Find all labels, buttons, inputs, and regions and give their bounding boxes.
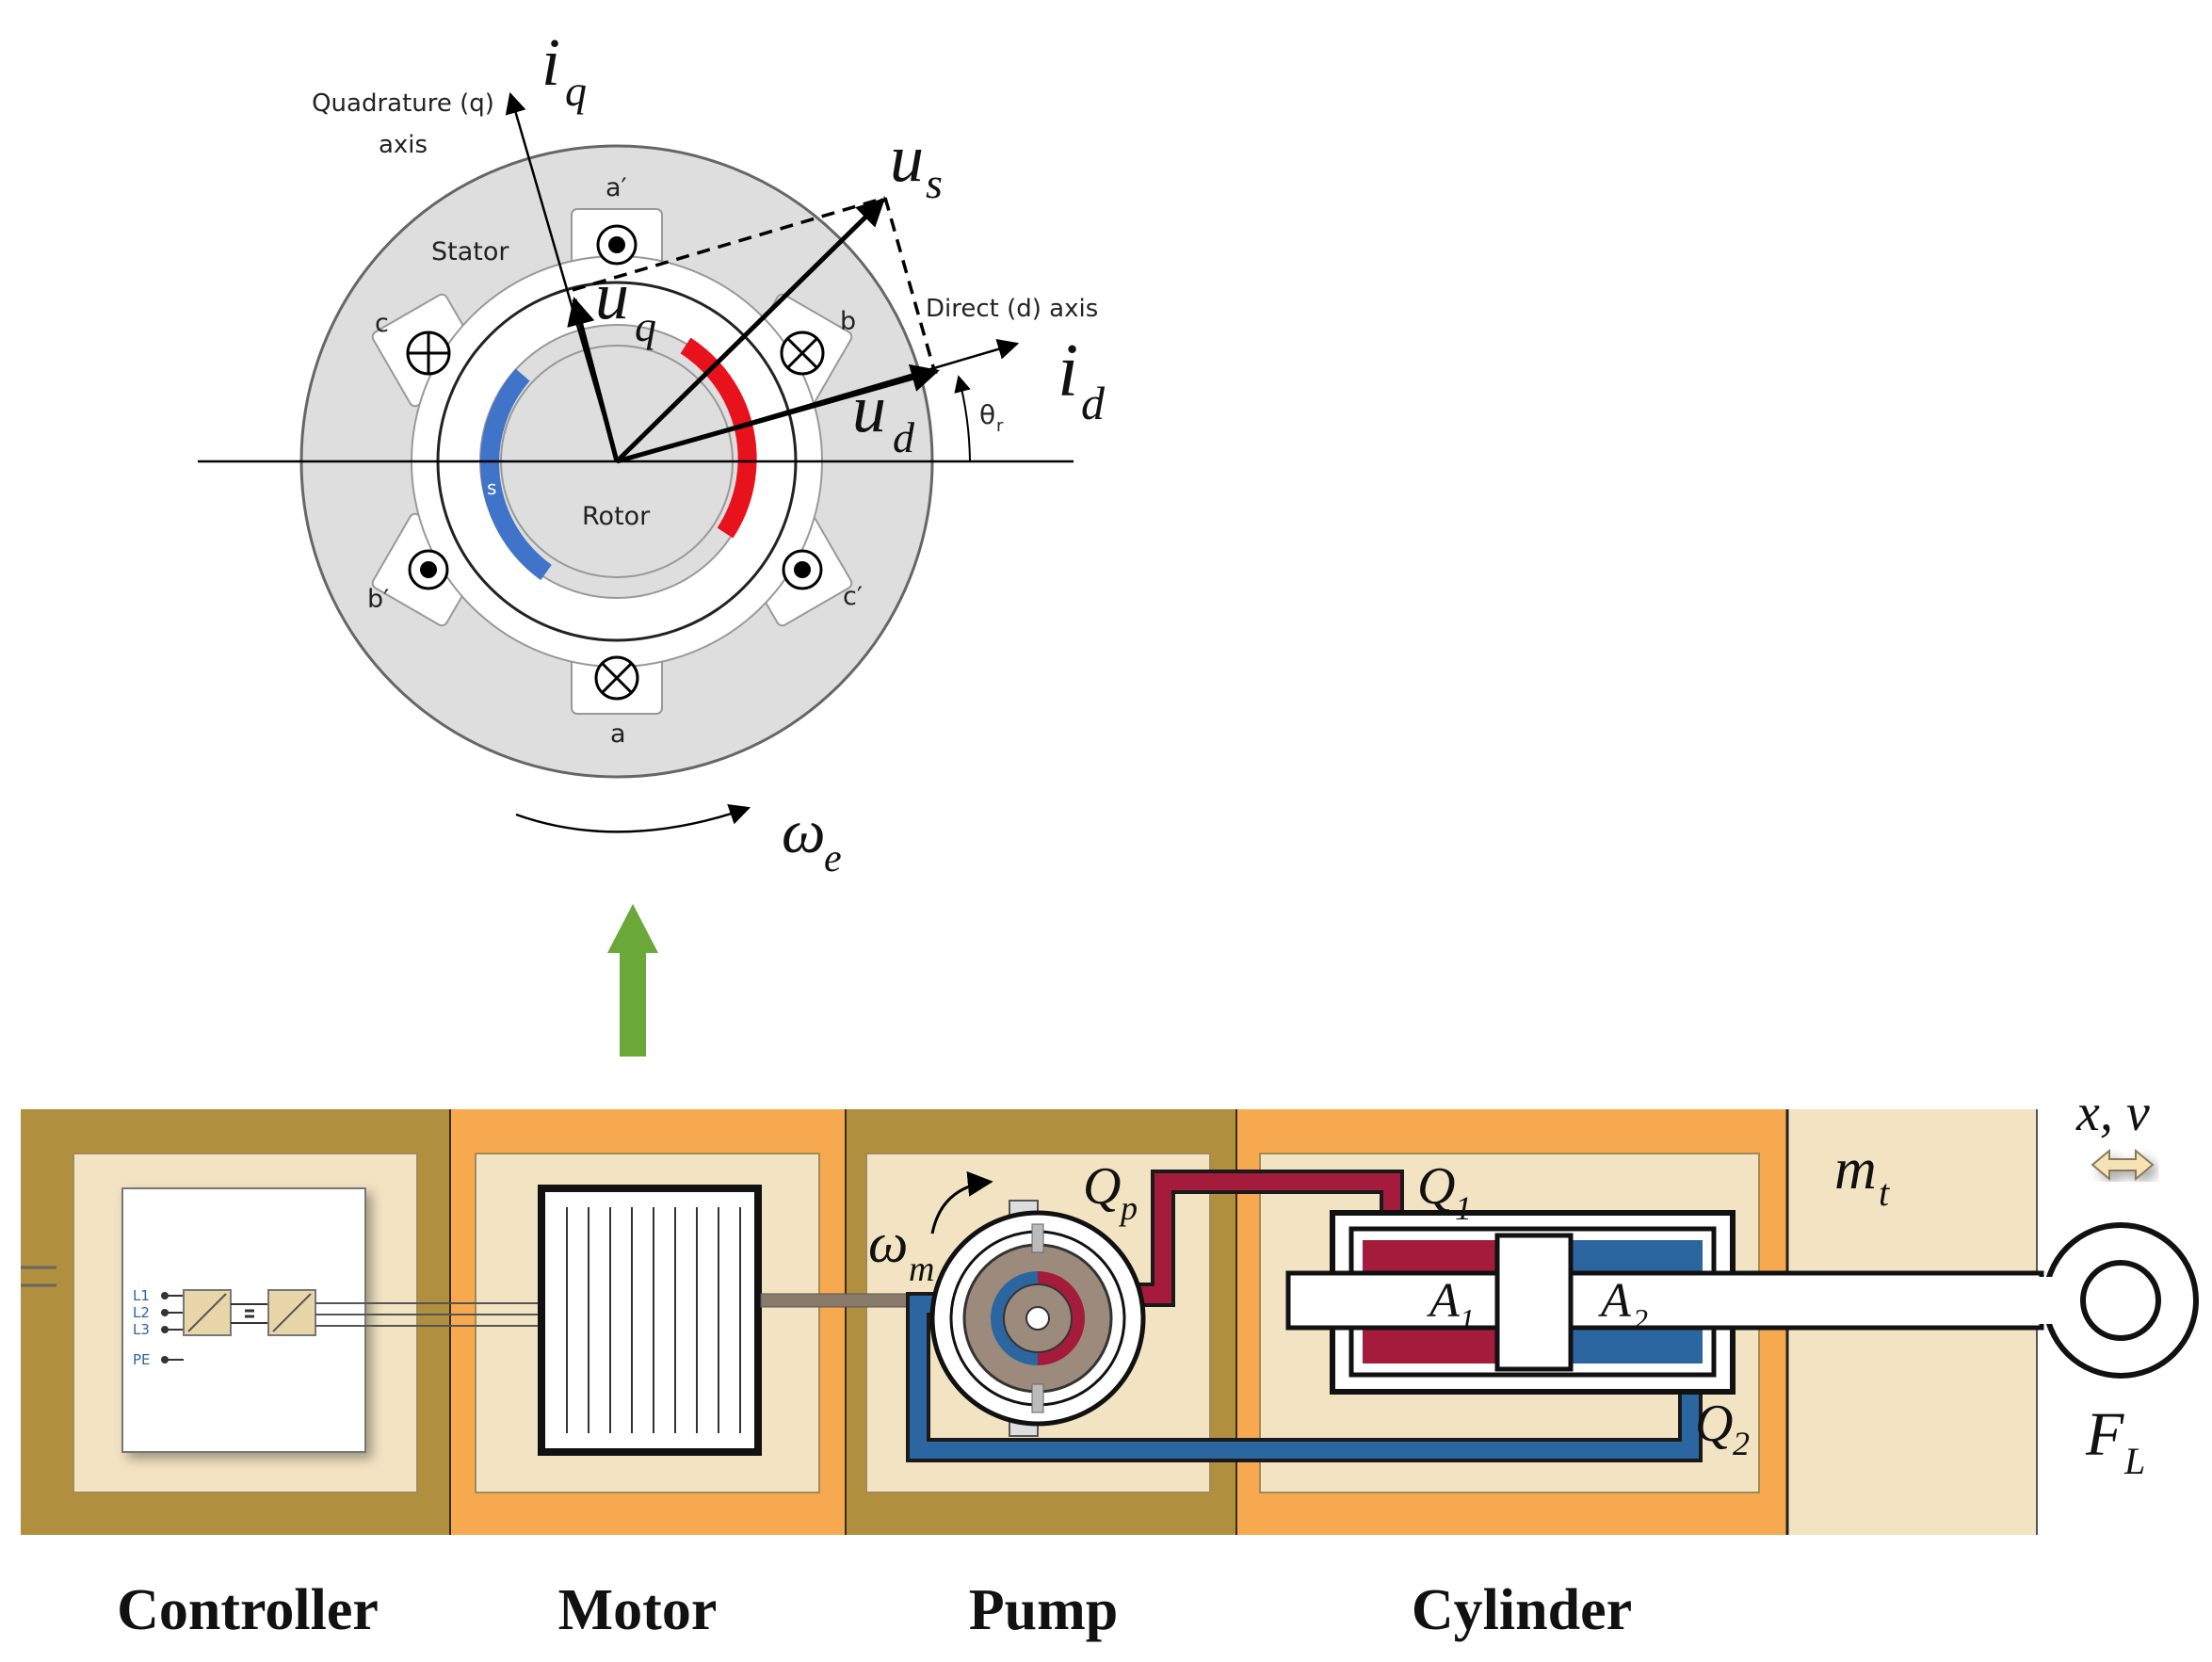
caption-pump: Pump <box>969 1578 1118 1642</box>
us-projection-d <box>883 197 936 371</box>
xv-double-arrow-icon <box>2091 1148 2155 1182</box>
green-up-arrow <box>607 904 658 1057</box>
stator-label: Stator <box>431 237 509 266</box>
label-iq: i q <box>541 24 587 115</box>
svg-text:Q: Q <box>1695 1395 1733 1453</box>
motor-block <box>538 1185 762 1456</box>
svg-text:u: u <box>852 371 886 446</box>
theta-arc <box>954 375 971 462</box>
rotor-magnet-n <box>680 337 757 539</box>
svg-text:t: t <box>1879 1171 1890 1214</box>
slot-label-b-prime: b′ <box>367 585 389 614</box>
controller-terminals: L1 L2 L3 PE <box>133 1287 316 1368</box>
label-q2: Q 2 <box>1695 1395 1750 1462</box>
svg-text:1: 1 <box>1455 1189 1472 1227</box>
label-a2: A 2 <box>1598 1274 1648 1336</box>
d-axis-label: Direct (d) axis <box>926 295 1098 323</box>
svg-text:d: d <box>893 413 915 461</box>
us-projection-q <box>572 196 886 292</box>
omega-m-arrow <box>930 1170 993 1234</box>
svg-text:2: 2 <box>1633 1302 1648 1336</box>
label-omega-e: ω e <box>782 798 842 880</box>
svg-text:d: d <box>1081 377 1106 429</box>
svg-text:i: i <box>1058 330 1078 412</box>
svg-text:2: 2 <box>1733 1425 1750 1462</box>
rod-eye <box>2034 1222 2199 1379</box>
conductor-cross-c <box>406 331 451 376</box>
svg-text:u: u <box>890 121 924 196</box>
caption-motor: Motor <box>558 1578 718 1642</box>
svg-text:q: q <box>635 302 656 350</box>
motor-cross-section: Quadrature (q) axis Direct (d) axis Stat… <box>198 24 1106 880</box>
svg-text:e: e <box>824 837 842 880</box>
vector-uq <box>567 297 620 462</box>
conductor-dot-c-prime <box>782 549 823 590</box>
svg-text:F: F <box>2085 1400 2124 1469</box>
svg-text:s: s <box>926 159 943 207</box>
terminal-l2: L2 <box>133 1304 150 1321</box>
svg-text:Q: Q <box>1083 1157 1121 1216</box>
svg-text:m: m <box>1834 1138 1877 1202</box>
slot-label-c: c <box>375 309 389 338</box>
slot-label-a-prime: a′ <box>605 173 627 202</box>
slot-label-a: a <box>610 719 626 749</box>
label-omega-m: ω m <box>868 1212 934 1289</box>
svg-text:θ: θ <box>979 399 995 430</box>
label-q1: Q 1 <box>1417 1157 1472 1227</box>
label-ud: u d <box>852 371 915 461</box>
svg-text:i: i <box>541 24 560 100</box>
svg-text:1: 1 <box>1460 1302 1475 1336</box>
pump-body <box>929 1200 1146 1437</box>
label-theta-r: θ r <box>979 399 1004 436</box>
label-xv: x, v <box>2075 1084 2150 1142</box>
label-a1: A 1 <box>1427 1274 1475 1336</box>
system-strip: L1 L2 L3 PE <box>21 1084 2199 1535</box>
svg-text:m: m <box>909 1250 934 1289</box>
q-axis-label-line2: axis <box>379 131 428 159</box>
svg-text:ω: ω <box>868 1212 908 1274</box>
label-fl: F L <box>2085 1400 2145 1482</box>
label-qp: Q p <box>1083 1157 1138 1227</box>
slot-label-c-prime: c′ <box>843 582 863 611</box>
vector-us <box>615 197 886 463</box>
conductor-dot-a-prime <box>596 224 638 266</box>
conductor-dot-b-prime <box>408 549 449 590</box>
conductor-cross-a <box>594 655 639 701</box>
label-uq: u q <box>595 258 656 350</box>
svg-text:u: u <box>595 258 629 333</box>
svg-text:A: A <box>1598 1274 1631 1328</box>
svg-text:q: q <box>565 67 587 115</box>
label-us: u s <box>890 121 943 207</box>
terminal-l1: L1 <box>133 1287 150 1304</box>
pole-s-label: s <box>487 476 496 499</box>
label-mt: m t <box>1834 1138 1890 1214</box>
cylinder-piston <box>1494 1233 1574 1372</box>
terminal-l3: L3 <box>133 1321 150 1338</box>
caption-controller: Controller <box>117 1578 379 1642</box>
svg-text:Q: Q <box>1417 1157 1455 1216</box>
piston-rod-left <box>1285 1270 1500 1331</box>
caption-cylinder: Cylinder <box>1412 1578 1632 1642</box>
svg-text:A: A <box>1427 1274 1460 1328</box>
slot-label-b: b <box>840 307 856 336</box>
captions: Controller Motor Pump Cylinder <box>117 1578 1632 1642</box>
terminal-pe: PE <box>133 1351 151 1368</box>
conductor-cross-b <box>780 331 825 376</box>
controller-card <box>121 1187 366 1453</box>
svg-text:ω: ω <box>782 798 826 866</box>
q-axis-label-line1: Quadrature (q) <box>312 89 494 118</box>
rotor-magnet-s <box>480 368 552 581</box>
vector-ud <box>616 363 940 464</box>
svg-text:p: p <box>1118 1189 1138 1227</box>
svg-text:r: r <box>996 416 1004 436</box>
svg-text:L: L <box>2123 1440 2145 1482</box>
rotor-label: Rotor <box>582 502 651 531</box>
omega-e-arc <box>515 804 751 833</box>
label-id: i d <box>1058 330 1106 429</box>
